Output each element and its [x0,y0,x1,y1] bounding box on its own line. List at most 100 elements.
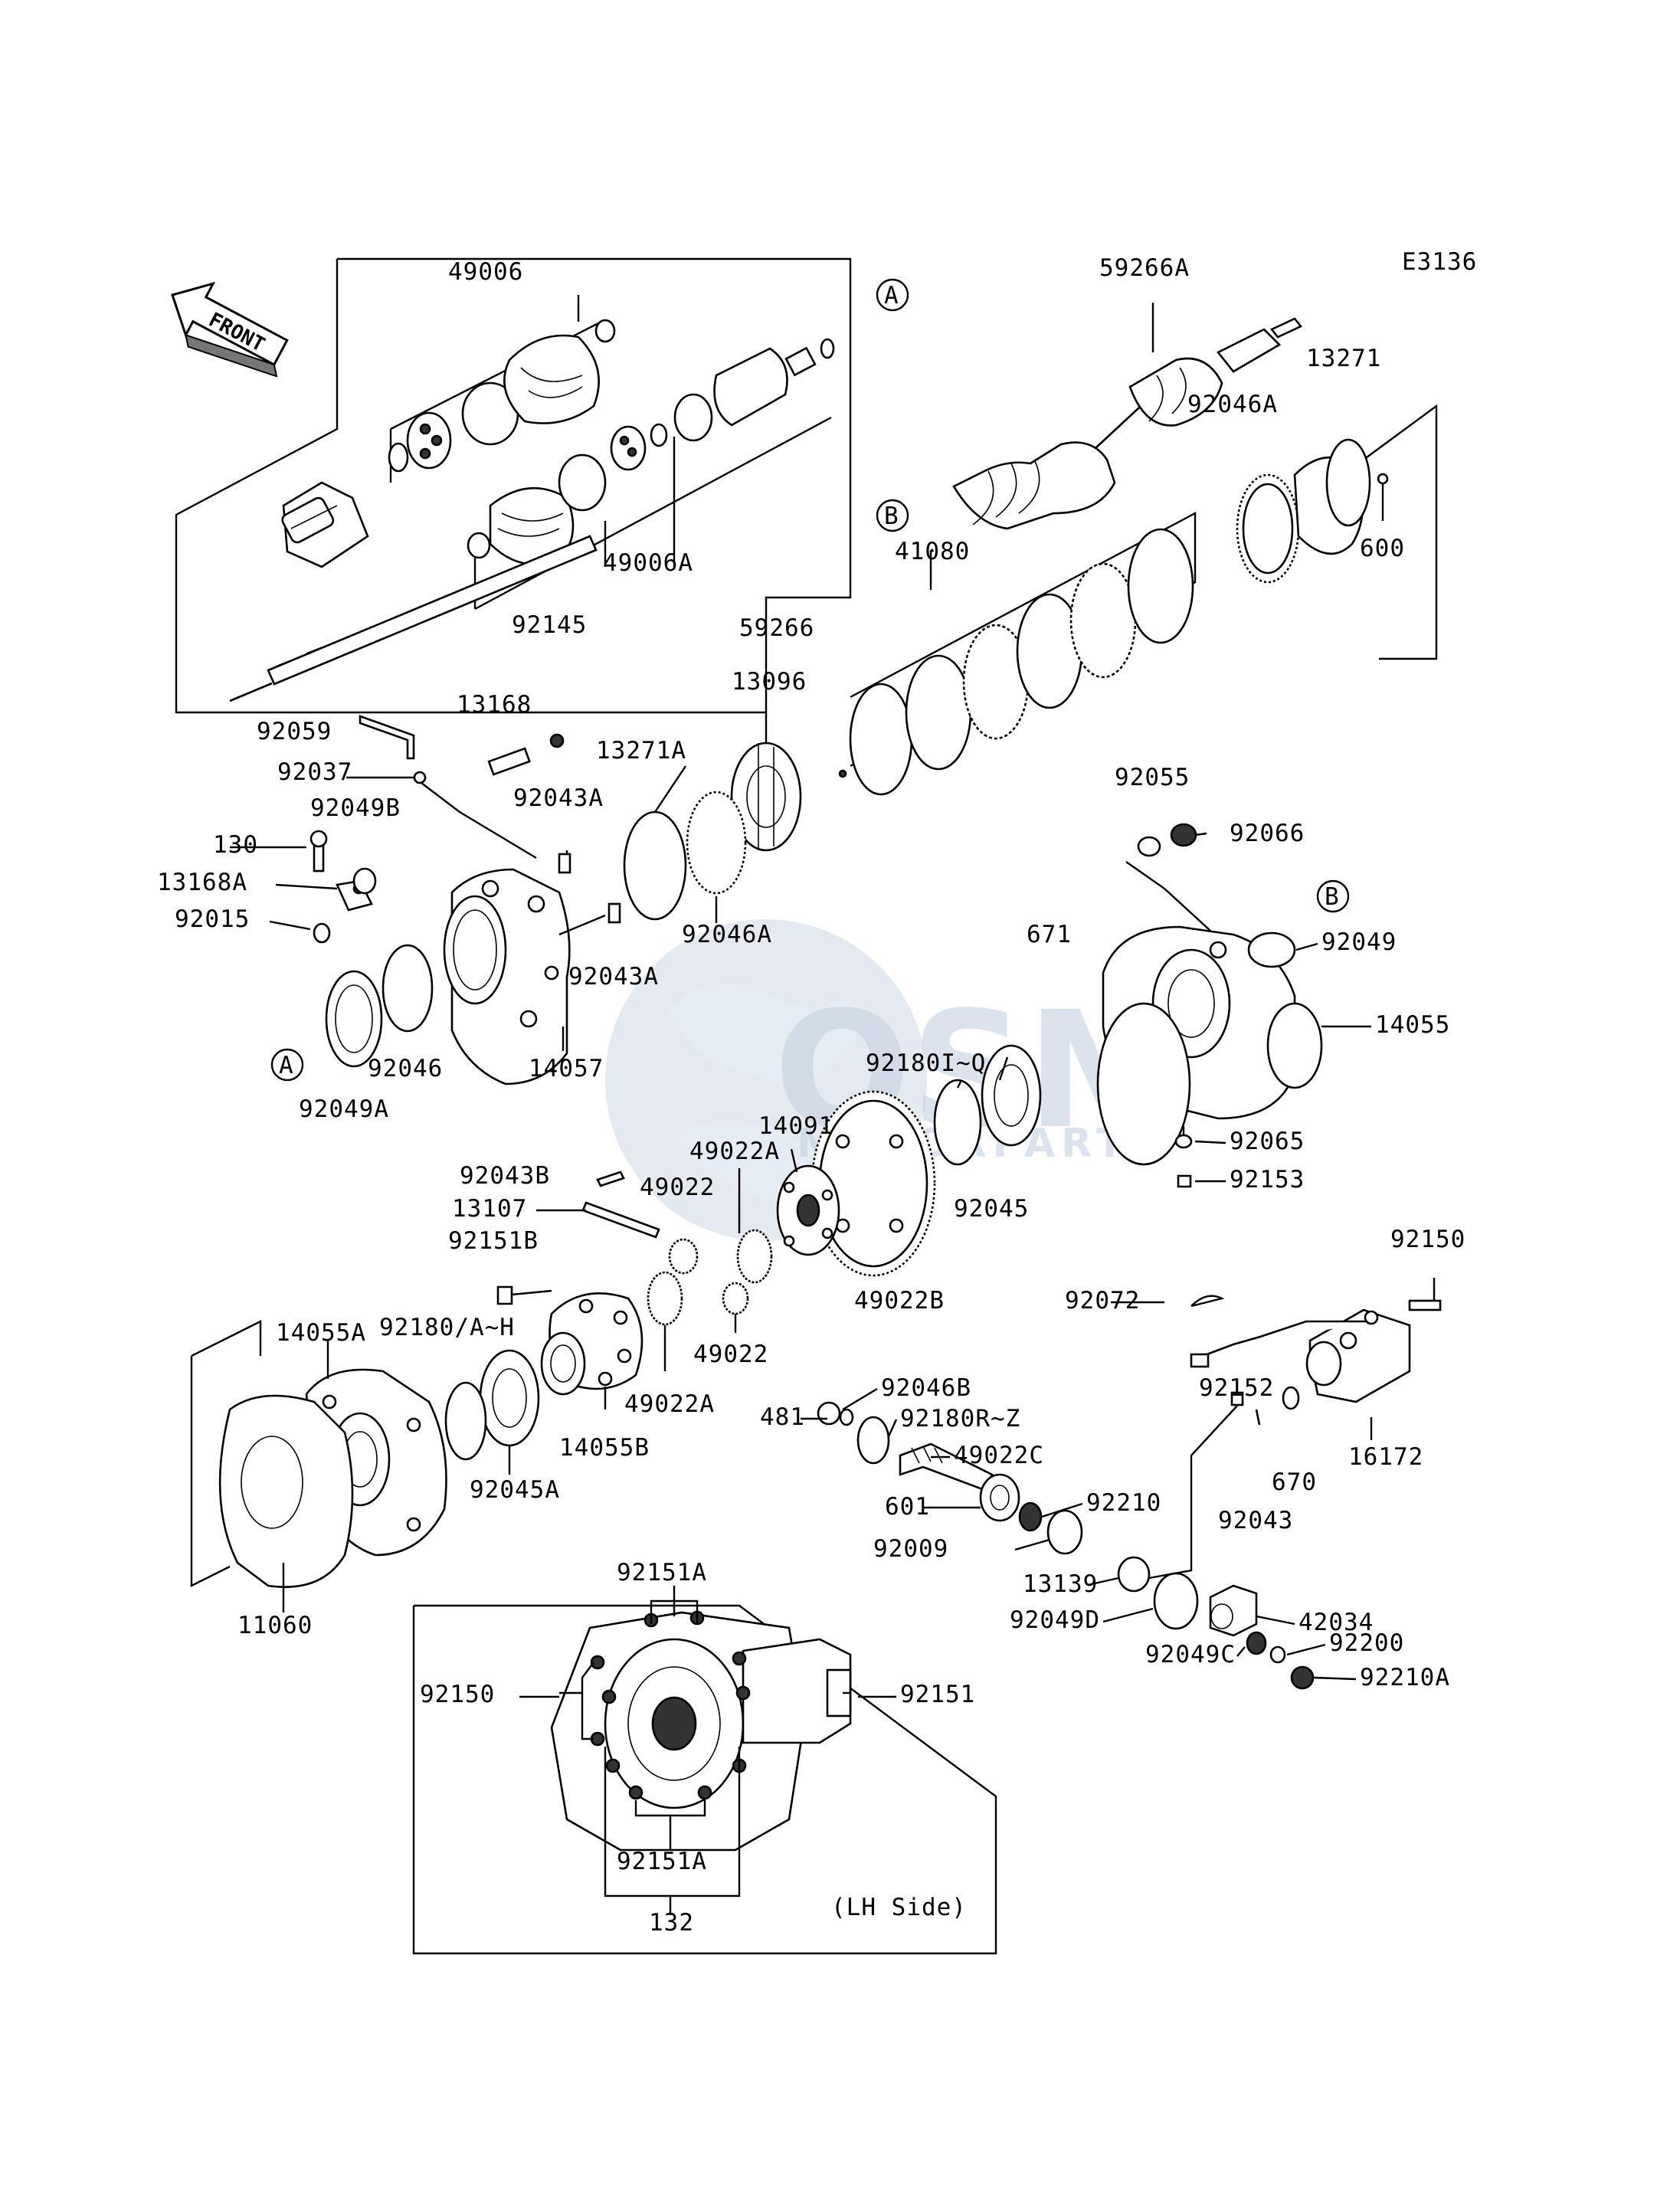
label-13096: 13096 [732,668,807,696]
label-92043A-top: 92043A [513,784,604,812]
gasket-11060 [190,1320,354,1613]
actuator-16172 [1190,1278,1442,1440]
left-axle-assembly-box [175,257,852,714]
svg-text:B: B [1325,883,1340,911]
label-92045: 92045 [954,1195,1029,1223]
label-92151B: 92151B [448,1227,539,1255]
bracket-13168A [309,830,377,944]
circlip-large [673,393,713,442]
label-49022B: 49022B [854,1287,945,1315]
bearing-601 [979,1473,1020,1522]
label-92009: 92009 [873,1535,948,1563]
bolt-92153 [1177,1174,1192,1188]
label-92043-low: 92043 [1218,1507,1293,1534]
label-49022-low: 49022 [693,1341,768,1368]
washer-92065 [1174,1134,1193,1149]
diagram-code: E3136 [1402,248,1477,276]
bearing-92045A [479,1349,540,1447]
label-14055B: 14055B [559,1434,650,1462]
label-49022-top: 49022 [640,1174,715,1201]
ring-gear-49022B [811,1090,936,1277]
seal-92055 [1137,836,1161,857]
boot-lower [489,486,575,565]
label-49022C: 49022C [954,1442,1044,1469]
label-92180AH: 92180/A~H [379,1314,515,1341]
label-92180IQ: 92180I~Q [866,1049,986,1077]
pin-92043 [1255,1409,1261,1426]
label-13168A: 13168A [157,869,247,896]
side-gear-49022A-low [647,1271,683,1326]
label-49006A: 49006A [603,549,693,577]
boot-band-lower [558,453,607,512]
side-gear-49022A-top [736,1229,773,1284]
plate-13271A [623,810,687,921]
bearing-92046B [817,1401,841,1426]
label-92046A-top: 92046A [1187,391,1278,418]
breather-parts [359,715,621,936]
label-92072: 92072 [1065,1287,1140,1315]
label-49022A-top: 49022A [689,1138,780,1165]
label-42034: 42034 [1298,1609,1374,1636]
seal-92049C [1246,1631,1267,1655]
label-16172: 16172 [1348,1443,1423,1471]
label-59266A: 59266A [1099,254,1190,282]
leader-lines [230,776,1371,1698]
label-92046B: 92046B [881,1374,971,1402]
nut-92210 [1018,1501,1043,1532]
housing-14057 [443,868,571,1085]
label-92150-right: 92150 [1390,1226,1465,1253]
label-13139: 13139 [1023,1570,1098,1598]
label-92049D: 92049D [1010,1606,1100,1634]
clip-92072 [1190,1295,1225,1308]
label-92049: 92049 [1321,928,1397,956]
lh-side-view-box [412,1586,997,1955]
label-92059: 92059 [257,718,332,745]
label-92015: 92015 [175,905,250,933]
hub-14055B [496,1285,644,1410]
callout-a-top: A [876,278,909,312]
label-600: 600 [1360,535,1405,562]
right-bearing-group [1236,404,1438,660]
label-92180RZ: 92180R~Z [900,1405,1020,1432]
label-14055A: 14055A [276,1319,366,1347]
bearing-92045 [981,1044,1042,1147]
label-92151A-low: 92151A [617,1848,707,1875]
label-41080: 41080 [895,538,970,565]
label-49022A-low: 49022A [624,1390,715,1418]
label-14057: 14057 [529,1055,604,1082]
differential-case-14091 [776,1164,840,1256]
label-13168: 13168 [457,691,532,719]
boot-upper [503,334,600,424]
label-92049C: 92049C [1145,1641,1236,1668]
svg-text:A: A [279,1052,294,1079]
shim-92180RZ [856,1416,890,1465]
callout-a-mid: A [270,1048,304,1082]
label-671: 671 [1027,921,1072,948]
label-13271: 13271 [1306,345,1381,372]
label-49006: 49006 [448,258,523,286]
label-92151: 92151 [900,1681,975,1708]
label-92152: 92152 [1199,1374,1274,1402]
front-arrow-icon: FRONT [171,281,289,378]
pinion-gear-49022-low [722,1282,749,1315]
label-59266: 59266 [739,614,814,642]
seal-92049A [325,970,383,1068]
pin-13107 [581,1171,660,1239]
snap-ring-left [388,442,409,473]
label-92037: 92037 [277,758,352,786]
label-670: 670 [1272,1468,1317,1496]
o-ring-671 [1096,1002,1191,1166]
inner-bearing-cage [610,425,647,471]
washer-92200 [1269,1645,1286,1664]
clip-481 [839,1408,854,1426]
label-92145: 92145 [512,611,587,639]
cv-joint-outer-left [281,481,369,568]
right-axle-59266A [952,303,1303,530]
nut-92210A [1290,1665,1315,1690]
seal-92049D [1153,1572,1199,1630]
label-92200: 92200 [1329,1629,1404,1657]
shim-92180IQ [933,1079,982,1166]
label-92045A: 92045A [470,1476,560,1504]
label-92153: 92153 [1230,1166,1305,1193]
svg-text:B: B [884,503,899,530]
